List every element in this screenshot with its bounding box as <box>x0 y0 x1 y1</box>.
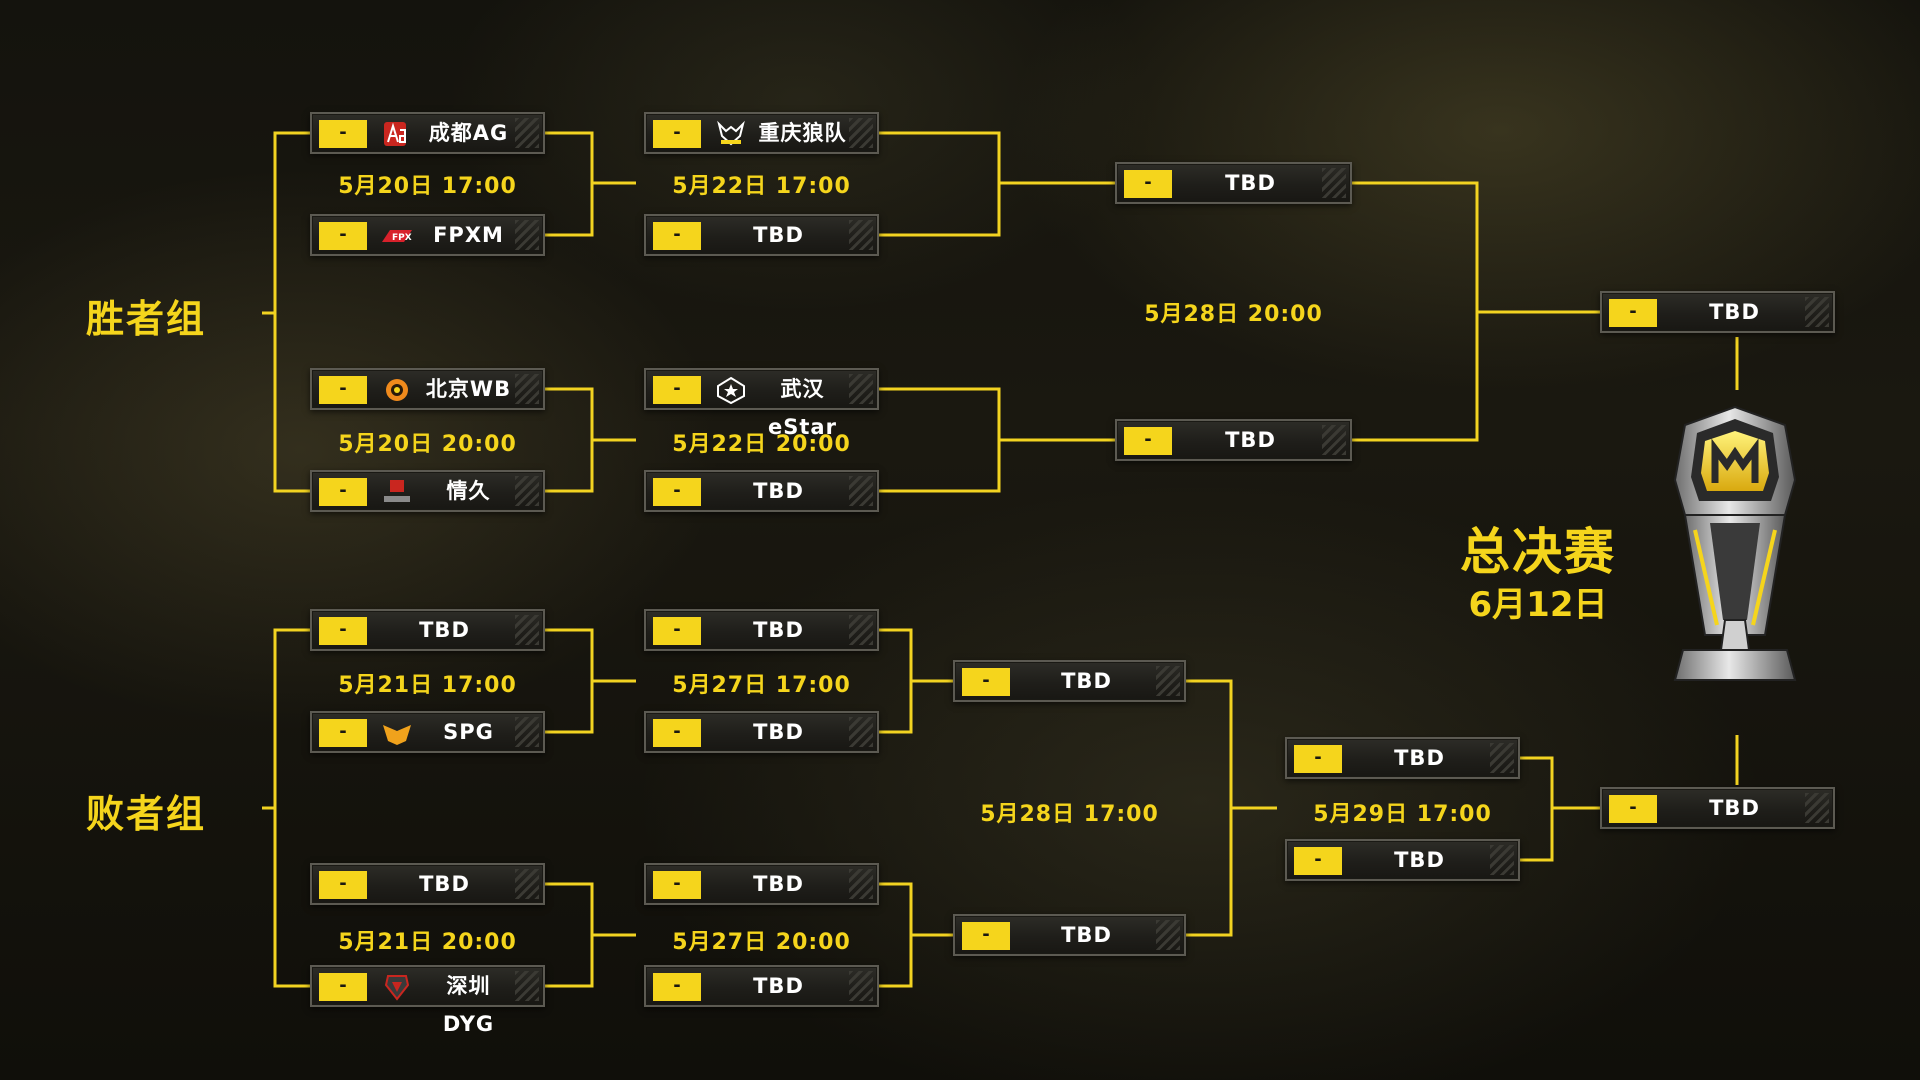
team-name: 情久 <box>446 479 491 503</box>
match-slot-w-final-a[interactable]: - TBD <box>1115 162 1352 204</box>
match-slot-w-r2-m2-a[interactable]: - 武汉eStar <box>644 368 879 439</box>
team-name: TBD <box>753 223 804 247</box>
team-name: 北京WB <box>425 377 512 401</box>
match-slot-w-r2-m1-a[interactable]: - 重庆狼队 <box>644 112 879 154</box>
match-slot-w-r1-m1-b[interactable]: - FPX FPXM <box>310 214 545 256</box>
fpx-logo-icon: FPX <box>382 230 412 243</box>
team-name: TBD <box>753 974 804 998</box>
team-name: 重庆狼队 <box>758 121 847 145</box>
team-name: TBD <box>419 872 470 896</box>
team-name: TBD <box>1225 171 1276 195</box>
wb-logo-icon <box>386 379 408 401</box>
score-box: - <box>653 871 701 899</box>
match-slot-w-final-b[interactable]: - TBD <box>1115 419 1352 461</box>
score-box: - <box>319 478 367 506</box>
team-name: SPG <box>443 720 494 744</box>
match-date: 5月29日 17:00 <box>1313 802 1492 827</box>
score-box: - <box>962 922 1010 950</box>
score-box: - <box>319 719 367 747</box>
winners-group-label: 胜者组 <box>86 297 207 341</box>
score-box: - <box>653 376 701 404</box>
team-name: TBD <box>1394 746 1445 770</box>
match-slot-w-r1-m1-a[interactable]: - 成都AG <box>310 112 545 154</box>
score-box: - <box>319 222 367 250</box>
match-date: 5月20日 20:00 <box>338 432 517 457</box>
team-name: TBD <box>1709 796 1760 820</box>
score-box: - <box>1294 745 1342 773</box>
match-slot-l-final-a[interactable]: - TBD <box>1285 737 1520 779</box>
match-slot-l-r2-m1-b[interactable]: - TBD <box>644 711 879 753</box>
score-box: - <box>319 376 367 404</box>
spg-logo-icon <box>383 725 411 745</box>
match-date: 5月21日 17:00 <box>338 673 517 698</box>
match-slot-l-r2-m2-a[interactable]: - TBD <box>644 863 879 905</box>
match-slot-l-r2-m1-a[interactable]: - TBD <box>644 609 879 651</box>
team-name: TBD <box>753 872 804 896</box>
score-box: - <box>319 973 367 1001</box>
grand-final-title: 总决赛 <box>1460 523 1616 581</box>
match-date: 5月20日 17:00 <box>338 174 517 199</box>
trophy-icon <box>1673 405 1797 681</box>
team-name: TBD <box>753 618 804 642</box>
match-slot-l-r1-m1-a[interactable]: - TBD <box>310 609 545 651</box>
score-box: - <box>1124 427 1172 455</box>
team-name: TBD <box>753 720 804 744</box>
match-slot-w-r2-m2-b[interactable]: - TBD <box>644 470 879 512</box>
match-date: 5月27日 20:00 <box>672 930 851 955</box>
score-box: - <box>319 120 367 148</box>
team-name: TBD <box>419 618 470 642</box>
team-name: TBD <box>1225 428 1276 452</box>
score-box: - <box>1609 795 1657 823</box>
match-slot-l-final-b[interactable]: - TBD <box>1285 839 1520 881</box>
score-box: - <box>653 222 701 250</box>
score-box: - <box>1609 299 1657 327</box>
team-name: TBD <box>1061 923 1112 947</box>
match-slot-l-r3-a[interactable]: - TBD <box>953 660 1186 702</box>
match-date: 5月22日 20:00 <box>672 432 851 457</box>
qingjiu-logo-icon <box>384 480 410 502</box>
match-slot-l-r1-m2-b[interactable]: - 深圳DYG <box>310 965 545 1036</box>
match-slot-grand-final-b[interactable]: - TBD <box>1600 787 1835 829</box>
score-box: - <box>653 478 701 506</box>
score-box: - <box>319 617 367 645</box>
match-slot-l-r2-m2-b[interactable]: - TBD <box>644 965 879 1007</box>
match-slot-w-r1-m2-a[interactable]: - 北京WB <box>310 368 545 410</box>
team-name: 深圳DYG <box>442 974 495 1036</box>
ag-logo-icon <box>384 122 406 146</box>
match-slot-w-r2-m1-b[interactable]: - TBD <box>644 214 879 256</box>
team-name: FPXM <box>433 223 504 247</box>
score-box: - <box>653 973 701 1001</box>
score-box: - <box>1294 847 1342 875</box>
score-box: - <box>653 719 701 747</box>
team-name: 成都AG <box>428 121 509 145</box>
losers-group-label: 败者组 <box>86 792 207 836</box>
match-slot-l-r3-b[interactable]: - TBD <box>953 914 1186 956</box>
estar-logo-icon <box>717 376 745 404</box>
team-name: TBD <box>753 479 804 503</box>
dyg-logo-icon <box>384 975 410 1001</box>
match-slot-w-r1-m2-b[interactable]: - 情久 <box>310 470 545 512</box>
match-date: 5月21日 20:00 <box>338 930 517 955</box>
match-slot-grand-final-a[interactable]: - TBD <box>1600 291 1835 333</box>
match-date: 5月27日 17:00 <box>672 673 851 698</box>
match-date: 5月22日 17:00 <box>672 174 851 199</box>
score-box: - <box>962 668 1010 696</box>
score-box: - <box>319 871 367 899</box>
match-slot-l-r1-m1-b[interactable]: - SPG <box>310 711 545 753</box>
team-name: 武汉eStar <box>768 377 837 439</box>
team-name: TBD <box>1709 300 1760 324</box>
svg-text:FPX: FPX <box>392 233 412 243</box>
team-name: TBD <box>1394 848 1445 872</box>
match-date: 5月28日 20:00 <box>1144 302 1323 327</box>
match-slot-l-r1-m2-a[interactable]: - TBD <box>310 863 545 905</box>
score-box: - <box>1124 170 1172 198</box>
score-box: - <box>653 120 701 148</box>
team-name: TBD <box>1061 669 1112 693</box>
score-box: - <box>653 617 701 645</box>
wolves-logo-icon <box>717 120 745 146</box>
grand-final-date: 6月12日 <box>1468 585 1608 625</box>
match-date: 5月28日 17:00 <box>980 802 1159 827</box>
